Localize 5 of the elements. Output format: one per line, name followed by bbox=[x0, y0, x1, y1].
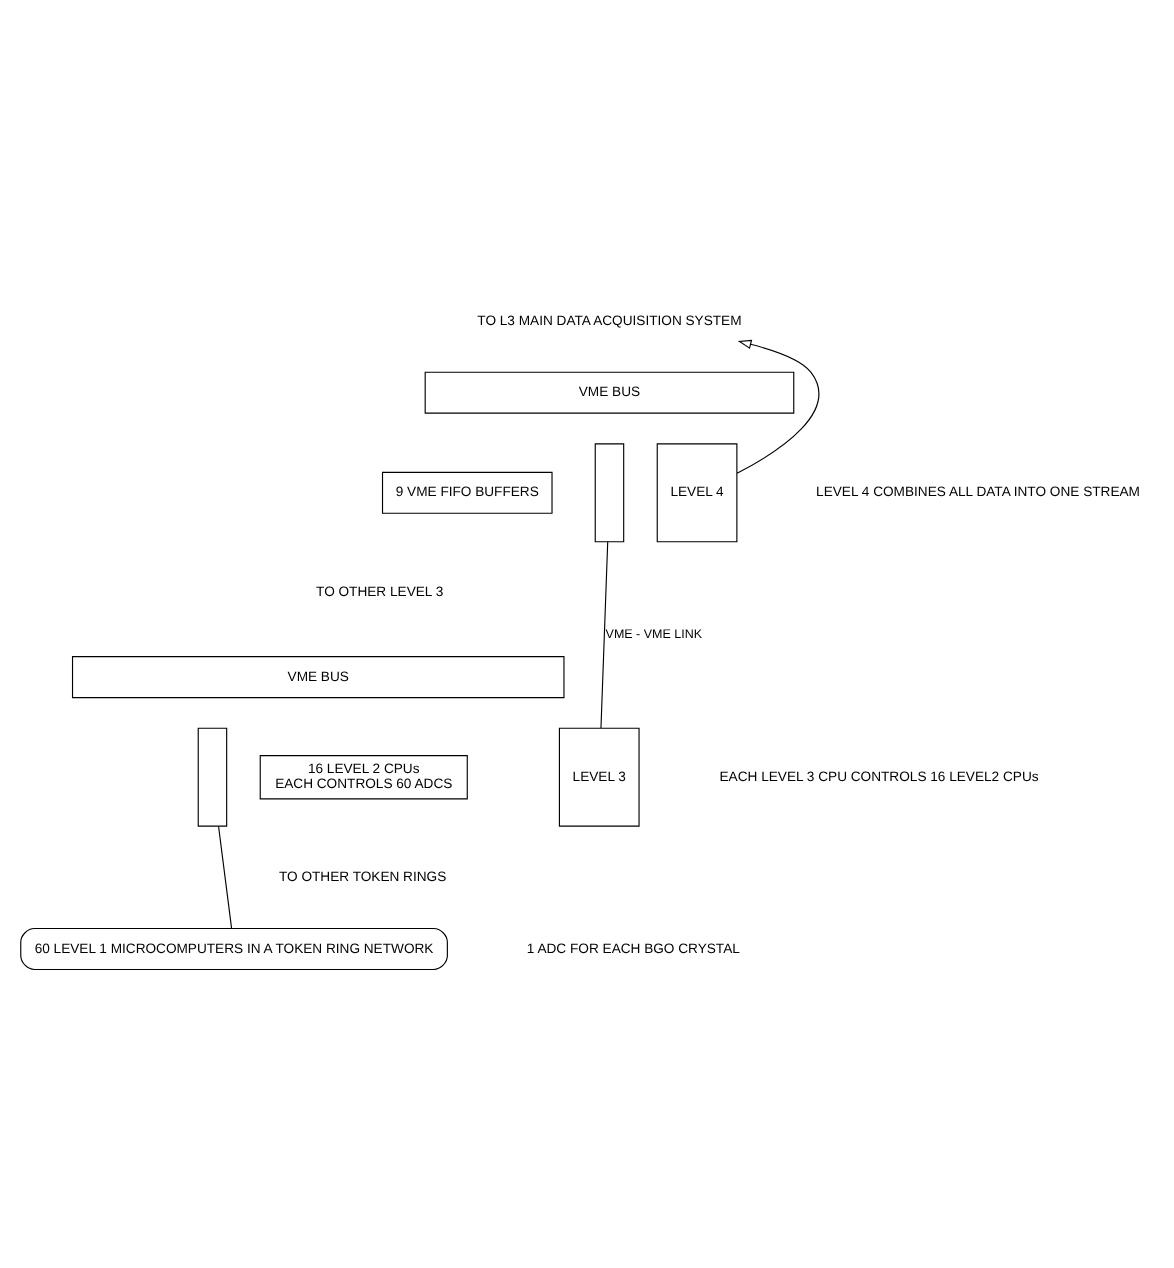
node-box bbox=[594, 442, 625, 542]
connector bbox=[600, 540, 609, 728]
arrow bbox=[736, 338, 820, 473]
connector bbox=[218, 824, 233, 928]
node-box bbox=[197, 726, 228, 826]
